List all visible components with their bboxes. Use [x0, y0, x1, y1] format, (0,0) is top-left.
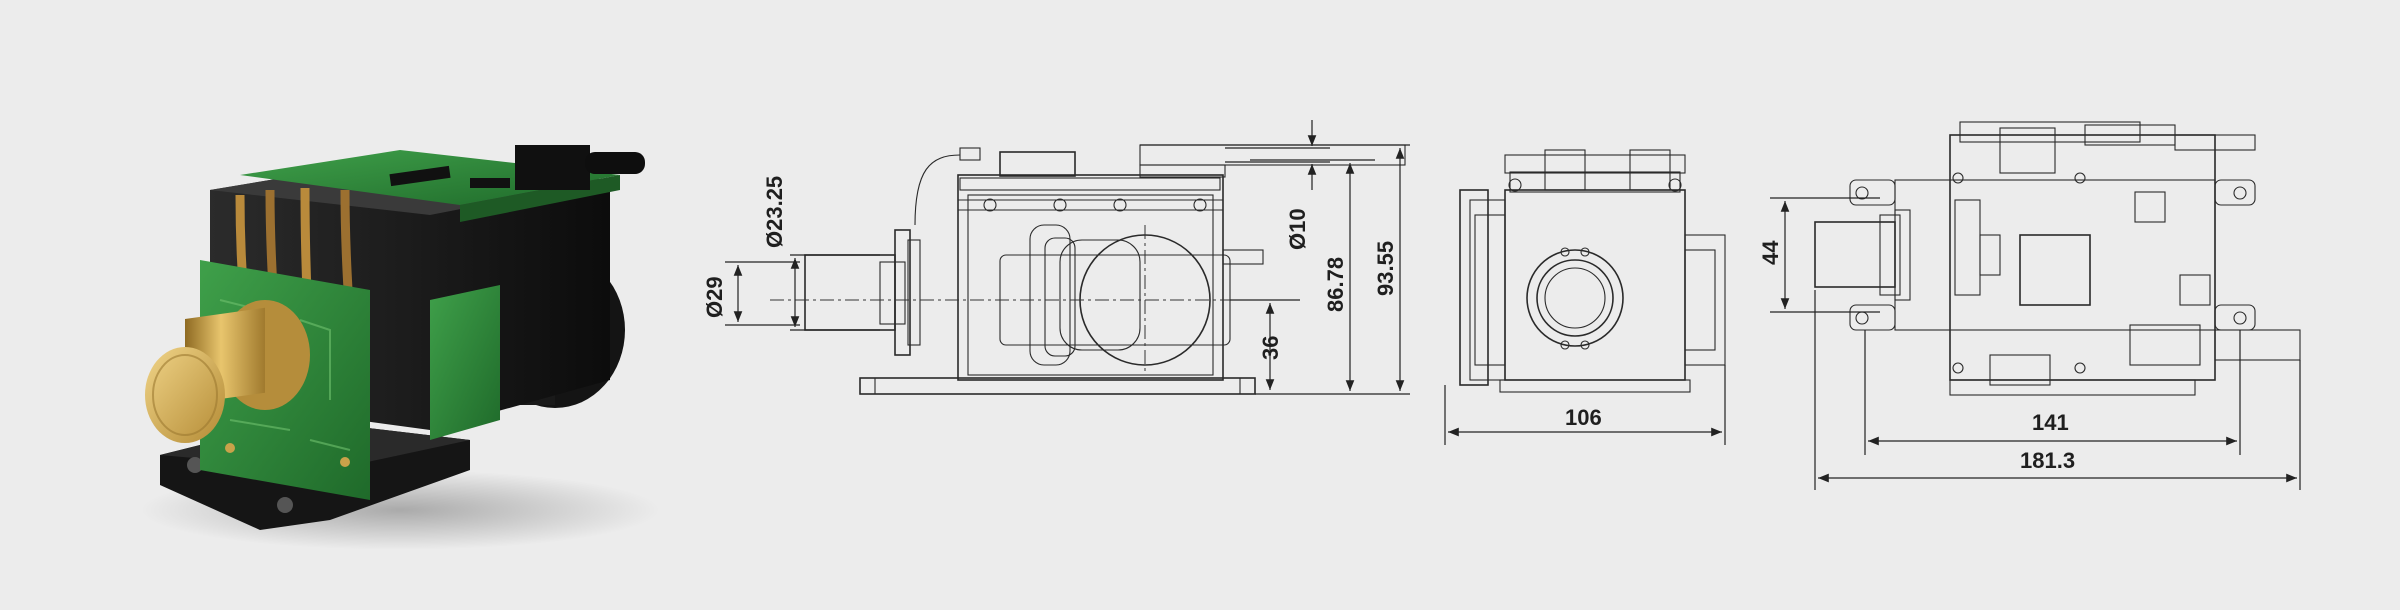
rear-view-drawing: 44 141 181.3 — [1758, 121, 2301, 490]
dim-side-diameter-10: Ø10 — [1285, 208, 1310, 250]
product-render — [140, 145, 660, 550]
dim-side-diameter-29: Ø29 — [702, 276, 727, 318]
dim-side-height-36: 36 — [1258, 336, 1283, 360]
dim-rear-width-141: 141 — [2032, 410, 2069, 435]
dim-side-height-93-55: 93.55 — [1373, 241, 1398, 296]
dim-side-diameter-23-25: Ø23.25 — [762, 176, 787, 248]
dim-side-height-86-78: 86.78 — [1323, 257, 1348, 312]
dim-rear-width-181-3: 181.3 — [2020, 448, 2075, 473]
front-view-drawing: 106 — [1444, 149, 1726, 445]
side-view-drawing: Ø23.25 Ø29 Ø10 36 86.78 93.55 — [702, 120, 1410, 395]
dim-front-width-106: 106 — [1565, 405, 1602, 430]
dim-rear-height-44: 44 — [1758, 240, 1783, 265]
